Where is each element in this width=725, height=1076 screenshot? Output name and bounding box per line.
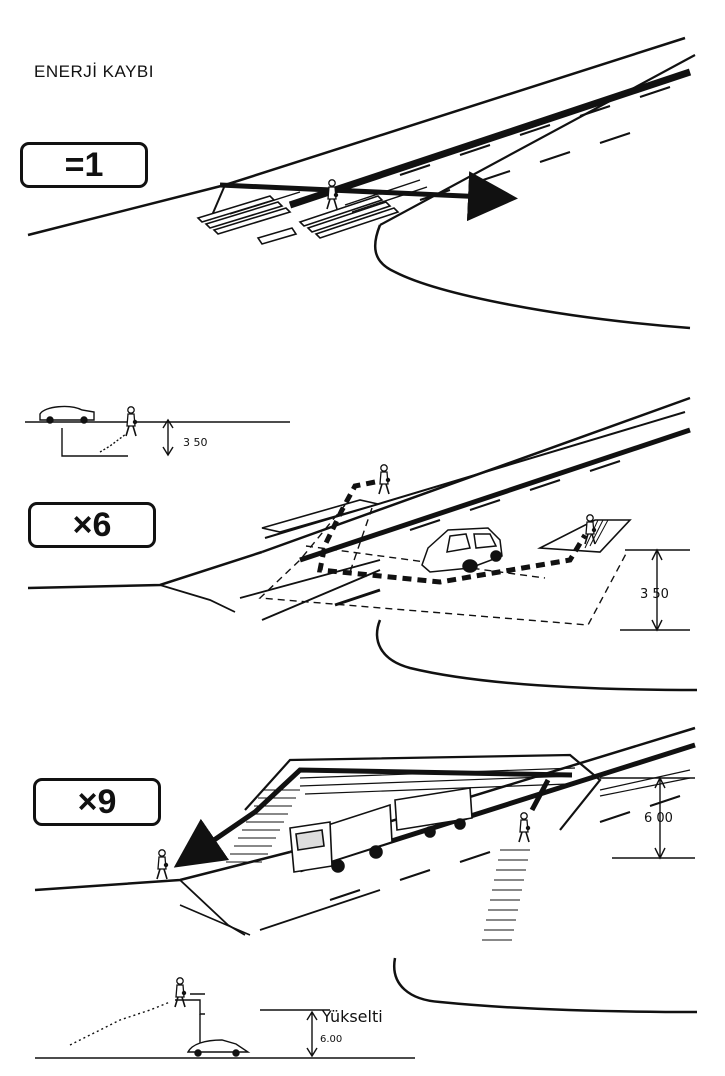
factor-box-panel-3: ×9 [33,778,161,826]
panel-3-pedestrian-right-icon [518,811,532,843]
panel-2-depth-label: 3 50 [640,587,669,602]
panel-1-road [27,36,696,330]
panel-3-section-walker-icon [174,976,187,1008]
panel-2-road [27,396,698,692]
panel-3-height-label: 6 00 [644,811,673,826]
panel-1-pedestrian-icon [326,179,340,210]
panel-3-walking-path [173,767,573,868]
panel-3-section-title: Yükselti [321,1007,383,1026]
panel-2-section-sketch [25,405,290,457]
panel-3-pedestrian-left-icon [156,848,169,880]
factor-label-panel-3: ×9 [77,782,117,821]
panel-3-section-sketch [35,993,415,1059]
panel-3-section-height: 6.00 [320,1034,342,1045]
factor-label-panel-1: =1 [64,145,104,184]
panel-2-pedestrian-top-icon [378,463,392,495]
panel-1-zebra-stripes [196,179,428,245]
panel-1-crossing-arrow [219,171,518,222]
diagram-title: ENERJİ KAYBI [34,62,154,81]
panel-2-section-walker-icon [125,405,138,437]
factor-box-panel-2: ×6 [28,502,156,548]
factor-label-panel-2: ×6 [72,505,112,544]
panel-2-section-depth: 3 50 [183,436,208,449]
panel-2-depth-dimension [620,548,690,632]
panel-2-car-icon [421,527,503,573]
panel-3-height-dimension [600,776,695,860]
panel-3-truck-icon [289,787,473,873]
factor-box-panel-1: =1 [20,142,148,188]
panel-3-right-ramp-hatching [482,849,530,941]
